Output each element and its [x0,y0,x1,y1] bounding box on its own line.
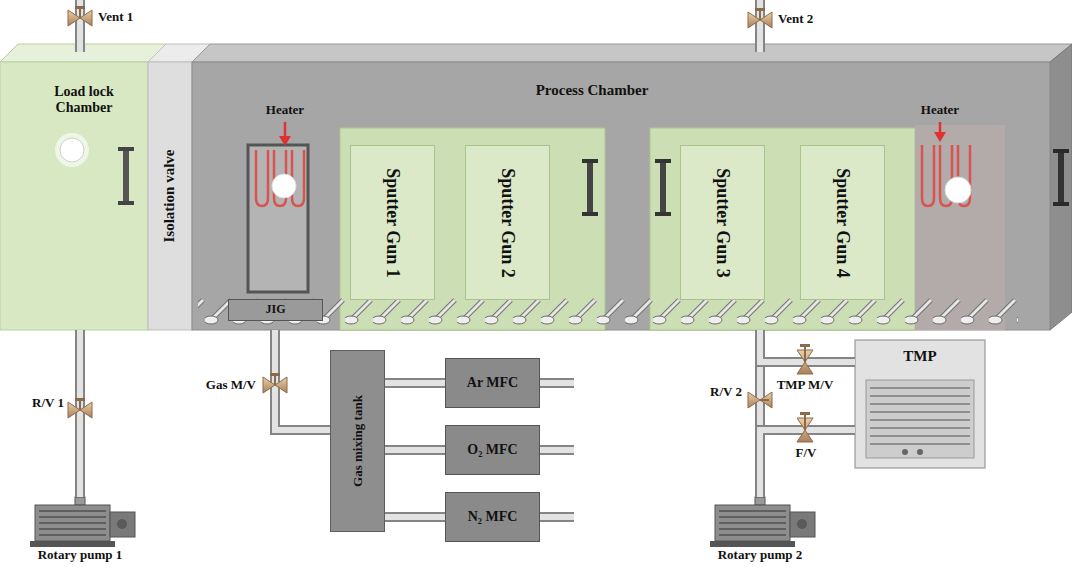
part-label: R/V 1 [18,396,64,411]
mfc-box: Ar MFC [445,358,540,408]
viewport-window [945,177,971,203]
gas-pipe [385,450,445,451]
node-text: Load lock Chamber [28,84,140,116]
turbo-pump: TMP [855,340,985,468]
node-text: Rotary pump 1 [15,548,145,563]
window-glow [55,133,89,167]
node-text: TMP [855,348,985,365]
sputter-gun: Sputter Gun 1 [350,145,435,300]
node-text: Gas mixing tank [350,356,365,526]
part-label: Vent 1 [98,10,158,25]
sputter-gun: Sputter Gun 2 [465,145,550,300]
node-text: Process Chamber [522,82,662,99]
valve-symbol [263,373,287,393]
pipe-bore [385,447,445,453]
door-handle [118,147,134,205]
door-handle [582,159,598,216]
chamber-side-face [1050,44,1072,330]
pipe-bore [385,380,445,386]
pipe-wall [385,378,445,388]
heater-arrow [279,122,291,146]
part-label: TMP M/V [770,378,840,393]
isolation-band [148,62,192,330]
jig-plate: JIG [228,299,323,321]
gas-pipe [80,330,81,497]
isolation-valve-band: Isolation valve [148,62,192,330]
gas-mixing-tank: Gas mixing tank [330,350,385,532]
door-handle [655,159,671,216]
door-handle [1053,149,1069,206]
rotary-pump: Rotary pump 2 [695,497,825,565]
valve-symbol [797,412,813,442]
valve-symbol [797,344,813,374]
part-label: Vent 2 [778,12,838,27]
node-text: Ar MFC [467,375,518,391]
valve-symbol [68,398,92,418]
gas-pipe [385,517,445,518]
tmp-body [855,340,985,468]
mfc-box: N₂ MFC [445,492,540,542]
node-text: Sputter Gun 2 [497,168,518,278]
viewport-window [60,138,84,162]
part-label: Heater [917,103,963,118]
loadlock-chamber: Load lock Chamber [0,62,148,330]
substrate-holder [248,145,308,292]
part-label: R/V 2 [692,385,742,400]
pipe-bore [77,330,83,497]
node-text: Sputter Gun 4 [832,168,853,278]
rotary-pump-drawing [710,497,815,547]
sputter-gun: Sputter Gun 3 [680,145,765,300]
rotary-pump: Rotary pump 1 [15,497,145,565]
loadlock-front [0,62,148,330]
node-text: O₂ MFC [467,442,517,458]
heater-coil [922,145,970,206]
gas-pipe [385,383,445,384]
node-text: Isolation valve [161,71,178,321]
node-text: Sputter Gun 3 [712,168,733,278]
pipe-wall [385,445,445,455]
pipe-wall [385,512,445,522]
pipe-bore [385,514,445,520]
pipe-wall [75,330,85,497]
gas-inlet-stub [540,383,574,517]
node-text: N₂ MFC [468,509,518,525]
mfc-box: O₂ MFC [445,425,540,475]
rotary-pump-drawing [30,497,135,547]
heater-coil [256,150,304,206]
roller-conveyor [198,270,1018,330]
sputter-gun: Sputter Gun 4 [800,145,885,300]
node-text: Sputter Gun 1 [382,168,403,278]
chamber-front [192,62,1050,330]
part-label: F/V [790,446,822,461]
node-text: JIG [265,303,285,317]
chamber-top-face [192,44,1072,62]
valve-symbol [748,8,772,28]
part-label: Gas M/V [190,378,256,393]
heater-arrow [934,122,946,142]
substrate [272,174,296,198]
part-label: Heater [262,103,308,118]
vent-pipe [760,0,761,52]
valve-symbol [748,392,772,408]
valve-symbol [68,6,92,26]
node-text: Rotary pump 2 [695,548,825,563]
